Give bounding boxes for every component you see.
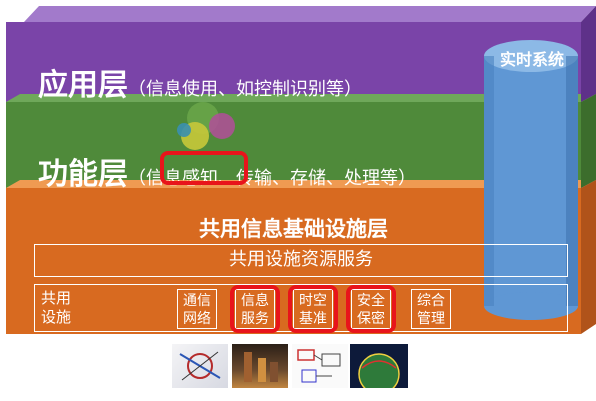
facility-highlight-ring [288, 285, 338, 333]
realtime-system-label: 实时系统 [499, 50, 564, 69]
facility-box: 信息 服务 [235, 289, 275, 329]
perception-highlight-ring [160, 151, 248, 185]
realtime-cylinder-top [484, 40, 578, 72]
facility-box: 安全 保密 [351, 289, 391, 329]
function-layer-top [6, 94, 596, 102]
facility-label: 综合 管理 [417, 293, 445, 327]
globe-map-thumbnail [350, 344, 408, 388]
application-layer-label: 应用层（信息使用、如控制识别等） [38, 60, 362, 104]
facility-label: 信息 服务 [241, 293, 269, 327]
function-layer-title: 功能层 [38, 157, 128, 192]
facility-box: 综合 管理 [411, 289, 451, 329]
facility-highlight-ring [346, 285, 396, 333]
application-layer-top [24, 6, 596, 22]
shared-services-label: 共用设施资源服务 [229, 249, 373, 270]
shared-services-bar: 共用设施资源服务 [34, 244, 568, 277]
function-layer-paren-open: （ [128, 168, 146, 189]
realtime-cylinder-body [484, 56, 578, 306]
realtime-cylinder-bottom [484, 292, 578, 320]
application-layer-subtitle: （信息使用、如控制识别等） [128, 79, 362, 100]
infrastructure-layer-top [6, 180, 596, 188]
facility-label: 安全 保密 [357, 293, 385, 327]
industrial-scene-thumbnail [232, 344, 288, 388]
facility-label: 时空 基准 [299, 293, 327, 327]
shared-facilities-label: 共用 设施 [41, 289, 72, 326]
facility-label: 通信 网络 [183, 293, 211, 327]
perception-bubbles-icon [177, 102, 235, 150]
function-layer-subtitle: 、传输、存储、处理等） [218, 168, 416, 189]
circuit-diagram-thumbnail [292, 344, 348, 388]
infrastructure-layer-title: 共用信息基础设施层 [199, 217, 388, 241]
facility-box: 时空 基准 [293, 289, 333, 329]
facility-box: 通信 网络 [177, 289, 217, 329]
facility-highlight-ring [230, 285, 280, 333]
dynamics-diagram-thumbnail [172, 344, 228, 388]
application-layer-title: 应用层 [38, 68, 128, 103]
